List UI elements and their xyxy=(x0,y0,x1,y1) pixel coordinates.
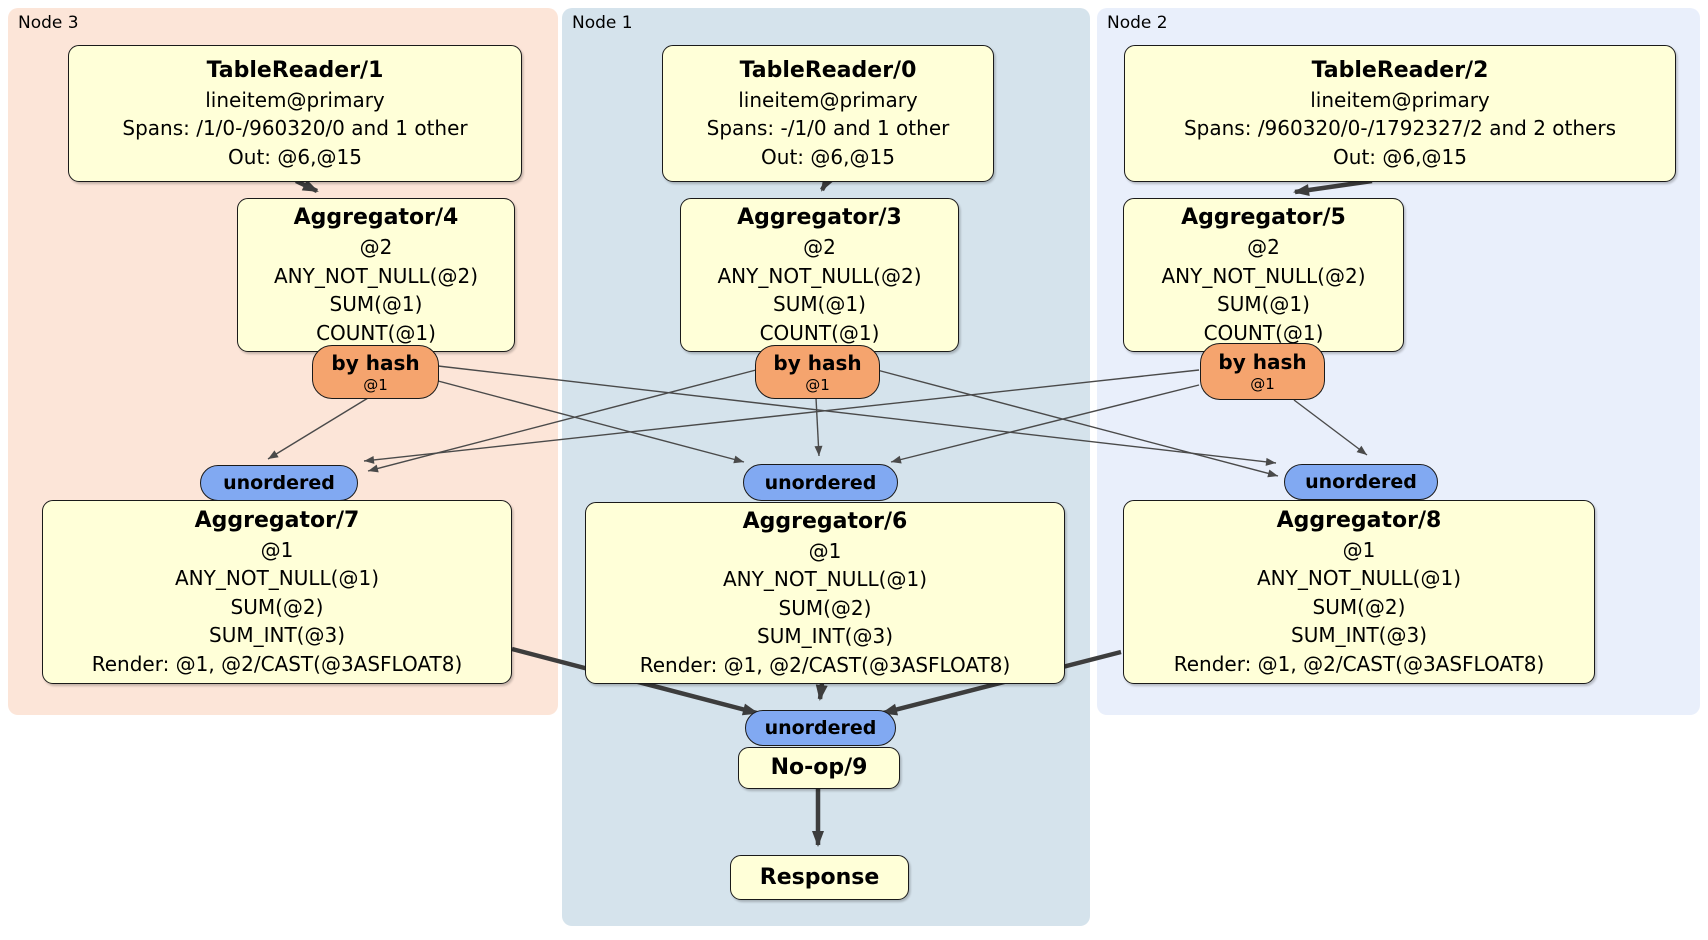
processor-agg-fn: SUM(@2) xyxy=(1312,594,1406,619)
processor-out: Out: @6,@15 xyxy=(761,144,895,169)
router-by-hash-node2: by hash @1 xyxy=(1200,343,1325,400)
processor-agg-fn: SUM_INT(@3) xyxy=(1291,623,1427,648)
router-columns: @1 xyxy=(1250,375,1275,393)
region-label: Node 1 xyxy=(572,13,633,33)
processor-out: Out: @6,@15 xyxy=(228,144,362,169)
processor-group-cols: @2 xyxy=(1247,235,1280,259)
processor-title: Aggregator/7 xyxy=(194,507,360,533)
edge-byhash2-unordered7 xyxy=(363,369,1200,464)
edge-byhash3-unordered8 xyxy=(437,365,1277,466)
processor-title: Aggregator/4 xyxy=(293,205,459,230)
processor-out: Out: @6,@15 xyxy=(1333,144,1467,169)
router-by-hash-node3: by hash @1 xyxy=(312,345,439,399)
processor-title: TableReader/0 xyxy=(739,57,917,83)
processor-agg-fn: SUM(@1) xyxy=(773,292,866,316)
sync-unordered-final: unordered xyxy=(745,710,896,746)
processor-tablereader-0: TableReader/0 lineitem@primary Spans: -/… xyxy=(662,45,994,182)
processor-group-cols: @1 xyxy=(808,538,842,563)
processor-spans: Spans: /960320/0-/1792327/2 and 2 others xyxy=(1183,116,1616,141)
router-columns: @1 xyxy=(363,375,388,394)
router-by-hash-node1: by hash @1 xyxy=(755,345,880,399)
processor-title: Aggregator/5 xyxy=(1181,205,1346,230)
processor-agg-fn: SUM_INT(@3) xyxy=(209,623,345,648)
processor-aggregator-8: Aggregator/8 @1 ANY_NOT_NULL(@1) SUM(@2)… xyxy=(1123,500,1595,684)
processor-spans: Spans: /1/0-/960320/0 and 1 other xyxy=(122,116,468,141)
edge-byhash1-unordered8 xyxy=(876,369,1279,478)
processor-title: TableReader/2 xyxy=(1311,57,1489,83)
processor-group-cols: @1 xyxy=(1342,537,1376,562)
processor-agg-fn: SUM(@2) xyxy=(230,594,324,619)
edge-aggregator6-unordered9 xyxy=(815,682,828,701)
edge-tablereader1-aggregator4 xyxy=(295,178,319,194)
region-label: Node 2 xyxy=(1107,13,1168,33)
sync-unordered-node2: unordered xyxy=(1284,464,1438,500)
processor-render: Render: @1, @2/CAST(@3ASFLOAT8) xyxy=(91,651,463,676)
region-label: Node 3 xyxy=(18,13,79,33)
sync-unordered-node1: unordered xyxy=(743,464,898,501)
processor-tablereader-1: TableReader/1 lineitem@primary Spans: /1… xyxy=(68,45,522,182)
edge-byhash2-unordered8 xyxy=(1293,399,1368,456)
processor-agg-fn: ANY_NOT_NULL(@2) xyxy=(717,263,922,288)
processor-response: Response xyxy=(730,855,909,900)
processor-aggregator-4: Aggregator/4 @2 ANY_NOT_NULL(@2) SUM(@1)… xyxy=(237,198,515,352)
processor-aggregator-6: Aggregator/6 @1 ANY_NOT_NULL(@1) SUM(@2)… xyxy=(585,502,1065,684)
processor-noop-9: No-op/9 xyxy=(738,747,900,789)
processor-detail: lineitem@primary xyxy=(738,87,918,112)
edge-byhash1-unordered6 xyxy=(814,397,823,457)
router-columns: @1 xyxy=(805,375,830,394)
processor-render: Render: @1, @2/CAST(@3ASFLOAT8) xyxy=(1173,651,1545,676)
processor-title: No-op/9 xyxy=(770,755,868,780)
sync-unordered-node3: unordered xyxy=(200,465,358,501)
processor-agg-fn: COUNT(@1) xyxy=(1203,320,1324,345)
processor-agg-fn: ANY_NOT_NULL(@1) xyxy=(1257,566,1461,591)
router-label: by hash xyxy=(1218,350,1307,374)
processor-aggregator-5: Aggregator/5 @2 ANY_NOT_NULL(@2) SUM(@1)… xyxy=(1123,198,1404,352)
edge-byhash3-unordered6 xyxy=(437,380,745,464)
processor-agg-fn: SUM(@1) xyxy=(329,292,423,316)
processor-tablereader-2: TableReader/2 lineitem@primary Spans: /9… xyxy=(1124,45,1676,182)
processor-agg-fn: ANY_NOT_NULL(@2) xyxy=(274,263,478,288)
edge-byhash3-unordered7 xyxy=(267,397,369,460)
processor-title: Aggregator/3 xyxy=(737,205,902,230)
processor-agg-fn: ANY_NOT_NULL(@1) xyxy=(175,566,379,591)
edge-tablereader2-aggregator5 xyxy=(1293,178,1373,196)
processor-agg-fn: COUNT(@1) xyxy=(316,320,436,345)
edge-tablereader0-aggregator3 xyxy=(820,174,835,192)
processor-title: Response xyxy=(759,864,880,890)
processor-title: TableReader/1 xyxy=(206,57,384,83)
router-label: by hash xyxy=(773,350,862,375)
processor-agg-fn: SUM(@2) xyxy=(778,595,872,620)
processor-agg-fn: SUM_INT(@3) xyxy=(757,624,893,649)
processor-agg-fn: ANY_NOT_NULL(@2) xyxy=(1161,263,1366,288)
processor-spans: Spans: -/1/0 and 1 other xyxy=(706,116,950,141)
processor-detail: lineitem@primary xyxy=(205,87,385,112)
processor-detail: lineitem@primary xyxy=(1310,87,1490,112)
processor-group-cols: @2 xyxy=(803,235,836,259)
processor-render: Render: @1, @2/CAST(@3ASFLOAT8) xyxy=(639,652,1011,677)
router-label: by hash xyxy=(331,350,420,375)
processor-title: Aggregator/6 xyxy=(742,508,908,534)
processor-agg-fn: COUNT(@1) xyxy=(759,320,880,345)
processor-group-cols: @2 xyxy=(359,235,393,259)
processor-title: Aggregator/8 xyxy=(1276,507,1442,533)
processor-agg-fn: SUM(@1) xyxy=(1217,292,1310,316)
processor-agg-fn: ANY_NOT_NULL(@1) xyxy=(723,567,927,592)
processor-aggregator-3: Aggregator/3 @2 ANY_NOT_NULL(@2) SUM(@1)… xyxy=(680,198,959,352)
processor-group-cols: @1 xyxy=(260,537,294,562)
processor-aggregator-7: Aggregator/7 @1 ANY_NOT_NULL(@1) SUM(@2)… xyxy=(42,500,512,684)
edge-byhash2-unordered6 xyxy=(890,384,1200,464)
